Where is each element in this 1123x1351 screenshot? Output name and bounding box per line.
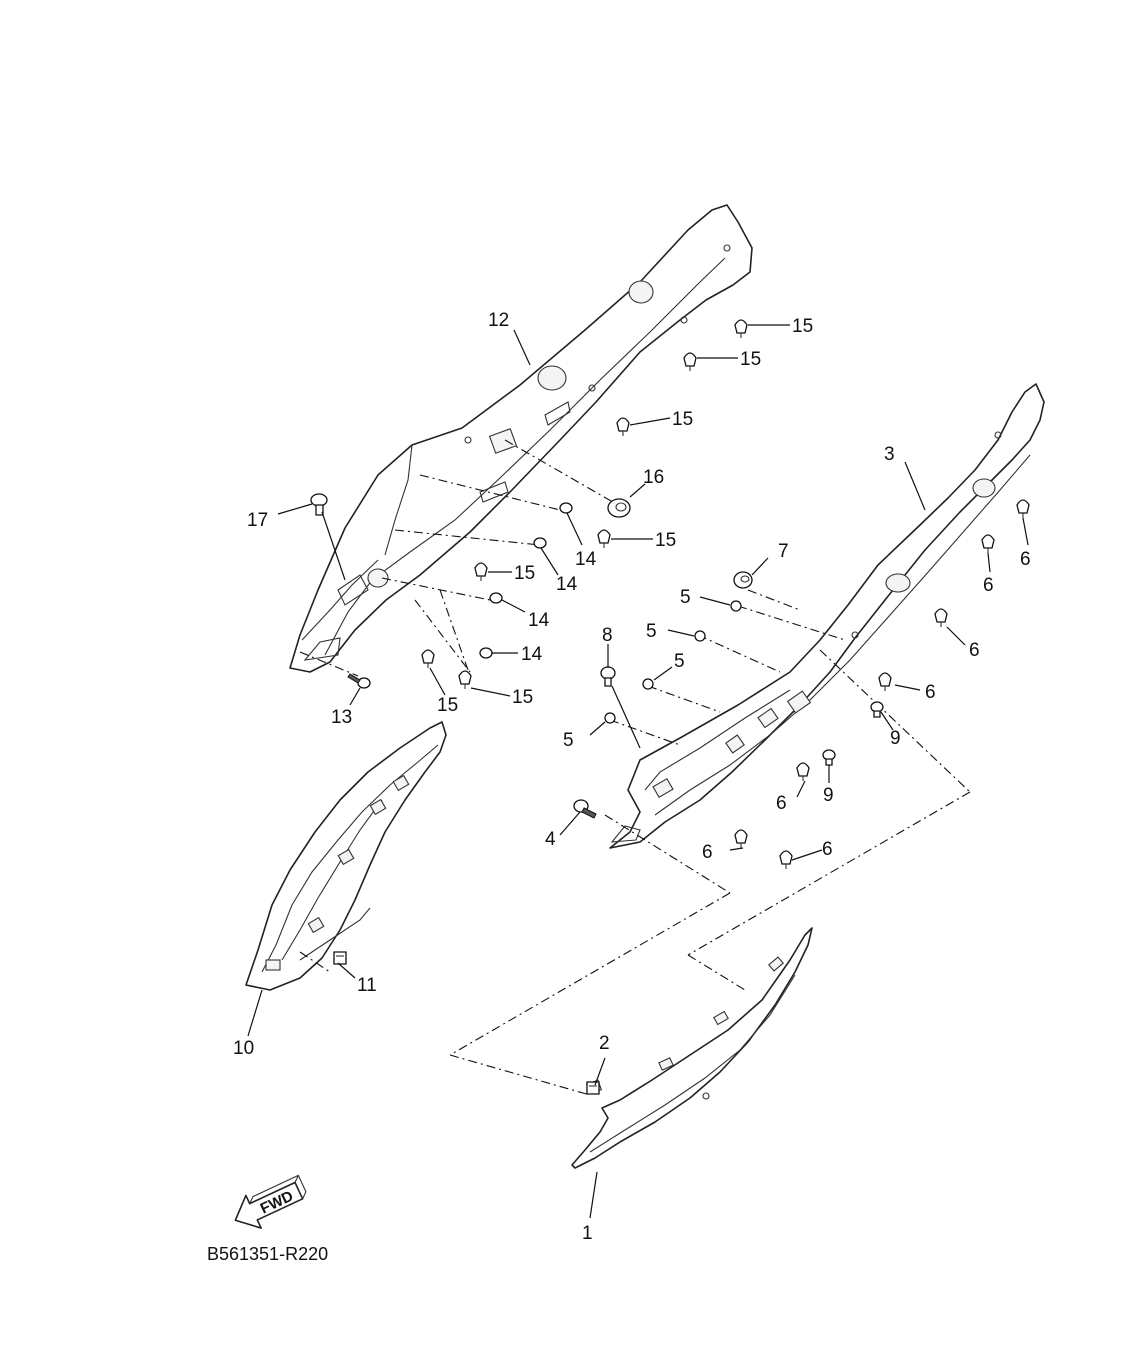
washer-5-a [730, 600, 742, 612]
callout-15-d: 15 [655, 530, 676, 551]
screw-4 [573, 799, 597, 819]
callout-6-c: 6 [969, 640, 980, 661]
washer-14-d [479, 647, 493, 659]
grommet-16 [607, 498, 631, 518]
callout-15-g: 15 [437, 695, 458, 716]
screw-9-a [870, 701, 884, 718]
callout-6-g: 6 [822, 839, 833, 860]
washer-5-b [694, 630, 706, 642]
clip-6-g [779, 850, 793, 869]
screw-8 [600, 666, 616, 687]
clip-6-f [734, 829, 748, 848]
assembly-dash-lines [299, 439, 971, 1096]
washer-14-c [489, 592, 503, 604]
grommet-7 [733, 571, 753, 589]
washer-5-c [642, 678, 654, 690]
callout-8: 8 [602, 625, 613, 646]
clip-15-e [474, 562, 488, 581]
callout-14-d: 14 [521, 644, 543, 665]
callout-14-a: 14 [575, 549, 597, 570]
callout-15-f: 15 [512, 687, 533, 708]
clip-6-a [1016, 499, 1030, 518]
callout-14-b: 14 [556, 574, 578, 595]
callout-5-d: 5 [563, 730, 574, 751]
callout-6-f: 6 [702, 842, 713, 863]
callout-12: 12 [488, 310, 509, 331]
clip-6-b [981, 534, 995, 553]
callout-6-a: 6 [1020, 549, 1031, 570]
screw-9-b [822, 749, 836, 766]
callout-5-b: 5 [646, 621, 657, 642]
washer-5-d [604, 712, 616, 724]
fasteners [310, 319, 1030, 1095]
bolt-17 [310, 493, 328, 516]
clip-6-d [878, 672, 892, 691]
diagram-code: B561351-R220 [207, 1244, 328, 1264]
clip-2 [586, 1081, 600, 1095]
callout-10: 10 [233, 1038, 254, 1059]
callout-14-c: 14 [528, 610, 550, 631]
callout-16: 16 [643, 467, 664, 488]
callout-9-b: 9 [823, 785, 834, 806]
clip-15-c [616, 417, 630, 436]
callout-3: 3 [884, 444, 895, 465]
screw-13 [347, 673, 371, 689]
callout-2: 2 [599, 1033, 610, 1054]
clip-15-g [458, 670, 472, 689]
callout-labels: 12 15 15 15 16 15 14 14 15 14 14 15 15 1… [233, 310, 1031, 1244]
washer-14-a [559, 502, 573, 514]
callout-15-e: 15 [514, 563, 535, 584]
leader-lines [247, 324, 1029, 1219]
part-10-inner-panel [245, 721, 447, 991]
callout-6-e: 6 [776, 793, 787, 814]
clip-15-d [597, 529, 611, 548]
callout-6-d: 6 [925, 682, 936, 703]
clip-6-c [934, 608, 948, 627]
callout-17: 17 [247, 510, 268, 531]
fwd-arrow-icon: FWD [234, 1174, 307, 1229]
clip-11 [333, 951, 347, 965]
clip-15-a [734, 319, 748, 338]
callout-9-a: 9 [890, 728, 901, 749]
callout-5-c: 5 [674, 651, 685, 672]
callout-7: 7 [778, 541, 789, 562]
callout-15-b: 15 [740, 349, 761, 370]
callout-15-a: 15 [792, 316, 813, 337]
callout-13: 13 [331, 707, 352, 728]
callout-15-c: 15 [672, 409, 693, 430]
clip-15-b [683, 352, 697, 371]
callout-5-a: 5 [680, 587, 691, 608]
part-3-side-cover-upper [609, 383, 1045, 849]
callout-4: 4 [545, 829, 556, 850]
part-12-inner-cover [289, 204, 753, 673]
callout-1: 1 [582, 1223, 593, 1244]
clip-6-e [796, 762, 810, 781]
clip-15-f [421, 649, 435, 668]
callout-11: 11 [357, 975, 377, 996]
washer-14-b [533, 537, 547, 549]
callout-6-b: 6 [983, 575, 994, 596]
